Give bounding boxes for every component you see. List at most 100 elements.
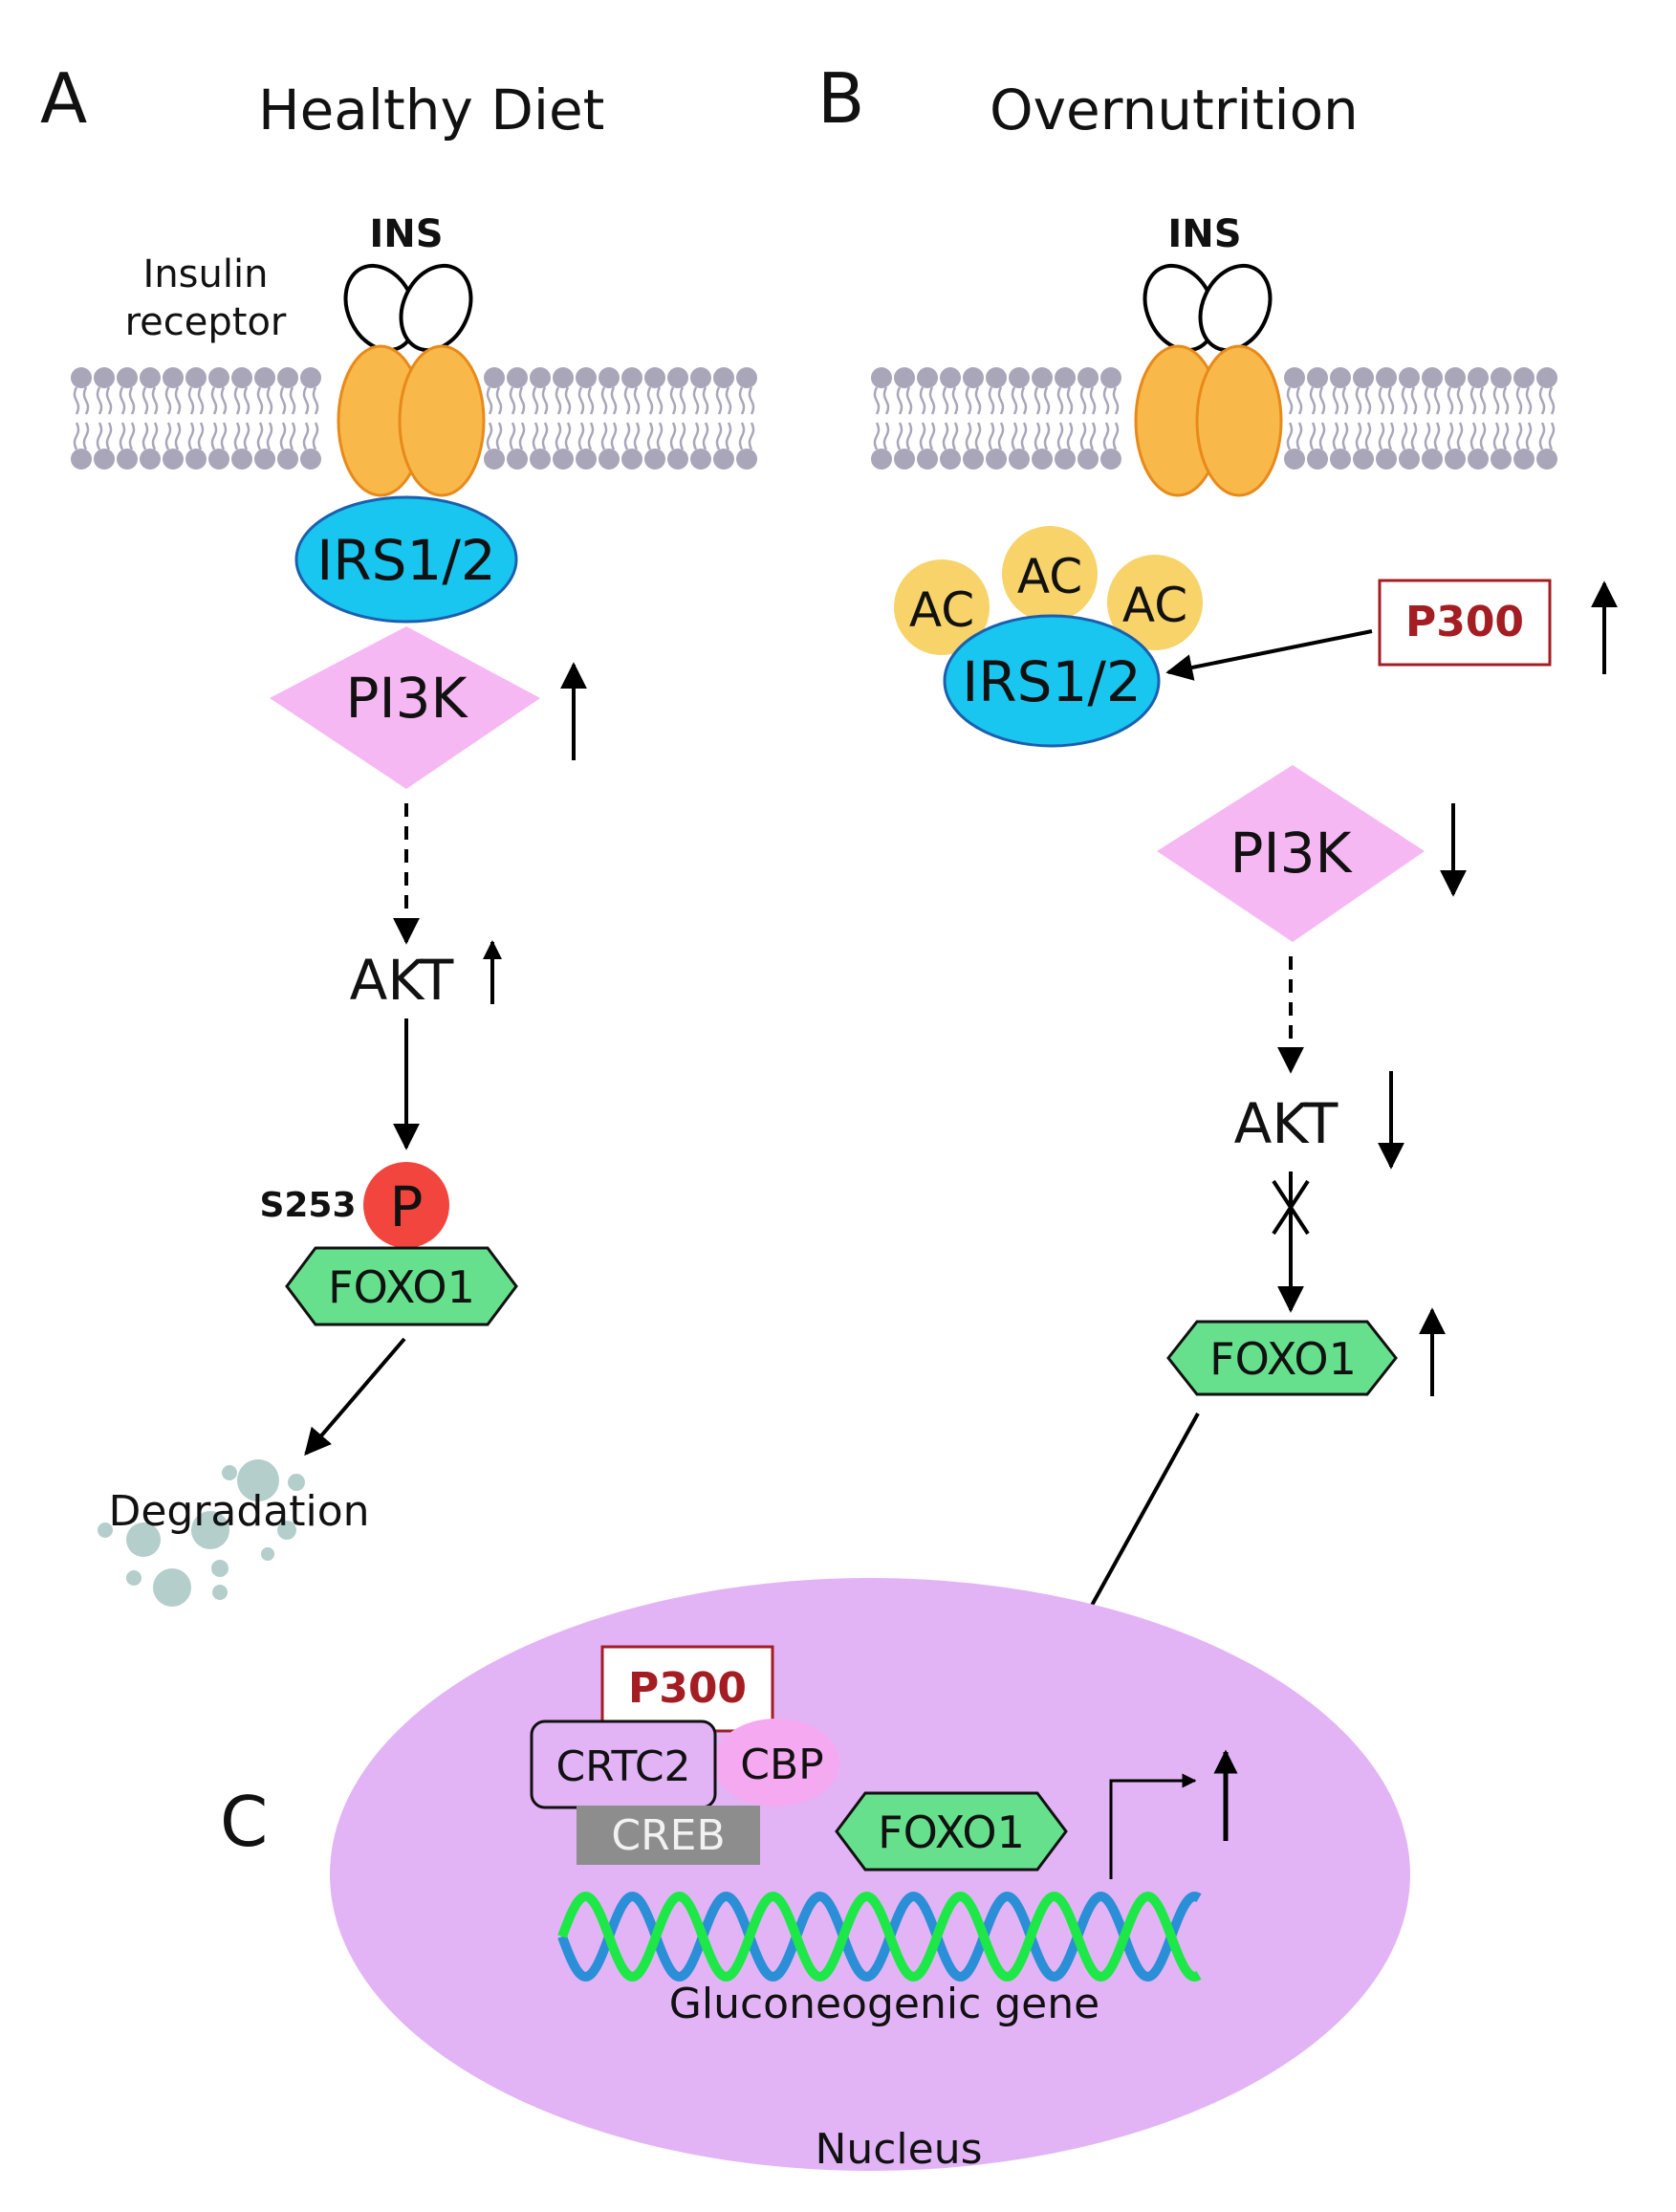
- lipid-head: [208, 367, 229, 388]
- lipid-head: [1330, 449, 1351, 470]
- lipid-head: [894, 367, 915, 388]
- lipid-head: [507, 449, 528, 470]
- lipid-head: [94, 367, 115, 388]
- lipid-head: [185, 367, 207, 388]
- insulin-receptor-a-right: [398, 344, 486, 497]
- lipid-head: [1513, 367, 1535, 388]
- lipid-head: [1284, 367, 1305, 388]
- lipid-tail: [1355, 386, 1372, 415]
- lipid-head: [1055, 367, 1076, 388]
- lipid-tail: [119, 386, 136, 415]
- lipid-head: [690, 367, 711, 388]
- lipid-tail: [1515, 386, 1533, 415]
- lipid-tail: [1401, 386, 1418, 415]
- lipid-tail: [715, 422, 732, 450]
- lipid-tail: [509, 422, 526, 450]
- panel-b-title: Overnutrition: [990, 77, 1359, 142]
- lipid-tail: [1286, 422, 1303, 450]
- foxo-to-degradation-arrow: [304, 1337, 406, 1456]
- lipid-tail: [233, 422, 250, 450]
- lipid-tail: [187, 386, 205, 415]
- p300-box-c: [600, 1645, 774, 1733]
- irs-node-b: [943, 614, 1161, 748]
- lipid-head: [986, 449, 1007, 470]
- creb-label: CREB: [611, 1811, 725, 1860]
- insulin-receptor-label-line2: receptor: [125, 300, 287, 344]
- lipid-tail: [1309, 386, 1326, 415]
- lipid-head: [986, 367, 1007, 388]
- lipid-tail: [73, 422, 90, 450]
- lipid-tail: [942, 386, 959, 415]
- lipid-tail: [577, 386, 595, 415]
- lipid-tail: [692, 422, 709, 450]
- pi3k-node-a: [270, 626, 540, 789]
- irs-label-a: IRS1/2: [316, 528, 496, 593]
- p300-label-c: P300: [628, 1664, 747, 1713]
- lipid-tail: [1401, 422, 1418, 450]
- lipid-head: [1468, 367, 1489, 388]
- p300-box-b: [1378, 579, 1552, 667]
- acetyl-group-3: [1107, 555, 1203, 650]
- lipid-head: [1399, 449, 1420, 470]
- lipid-tail: [919, 386, 936, 415]
- lipid-head: [713, 449, 734, 470]
- lipid-tail: [965, 386, 982, 415]
- lipid-tail: [1011, 422, 1028, 450]
- lipid-head: [140, 449, 161, 470]
- lipid-head: [1307, 449, 1328, 470]
- lipid-tail: [164, 422, 182, 450]
- lipid-tail: [942, 422, 959, 450]
- panel-b-letter: B: [817, 58, 864, 139]
- lipid-tail: [187, 422, 205, 450]
- lipid-head: [599, 367, 620, 388]
- lipid-tail: [715, 386, 732, 415]
- lipid-head: [894, 449, 915, 470]
- block-mark-2: [1272, 1179, 1310, 1236]
- lipid-tail: [738, 422, 755, 450]
- lipid-tail: [555, 386, 572, 415]
- lipid-tail: [141, 386, 159, 415]
- lipid-head: [530, 367, 551, 388]
- nucleus: [330, 1578, 1410, 2171]
- lipid-tail: [1332, 422, 1349, 450]
- lipid-tail: [1286, 386, 1303, 415]
- lipid-tail: [1034, 386, 1051, 415]
- nucleus-label: Nucleus: [815, 2125, 982, 2174]
- site-label-s253: S253: [259, 1186, 356, 1225]
- p300-to-irs-arrow: [1165, 629, 1373, 681]
- transcription-start-arrow: [1109, 1773, 1197, 1879]
- lipid-tail: [1102, 422, 1120, 450]
- lipid-head: [277, 449, 298, 470]
- lipid-tail: [1424, 422, 1441, 450]
- lipid-head: [644, 367, 665, 388]
- degradation-particles: [98, 1459, 305, 1607]
- lipid-head: [1491, 367, 1512, 388]
- panel-a: A Healthy Diet INS Insulin receptor IRS1…: [40, 58, 757, 1607]
- dna-strand: [557, 1891, 1202, 1982]
- acetyl-group-1: [894, 559, 990, 655]
- lipid-tail: [669, 386, 686, 415]
- lipid-tail: [1469, 386, 1487, 415]
- lipid-tail: [73, 386, 90, 415]
- pi3k-label-b: PI3K: [1230, 821, 1353, 886]
- lipid-tail: [1034, 422, 1051, 450]
- foxo1-label-a: FOXO1: [328, 1261, 475, 1313]
- lipid-tail: [738, 386, 755, 415]
- phosphate-circle: [363, 1162, 449, 1248]
- lipid-tail: [1469, 422, 1487, 450]
- lipid-head: [163, 449, 184, 470]
- lipid-head: [484, 367, 505, 388]
- lipid-head: [1422, 367, 1443, 388]
- lipid-head: [208, 449, 229, 470]
- lipid-head: [690, 449, 711, 470]
- lipid-head: [736, 367, 757, 388]
- lipid-tail: [669, 422, 686, 450]
- acetyl-group-2: [1002, 526, 1098, 622]
- lipid-tail: [873, 386, 890, 415]
- lipid-tail: [1056, 386, 1074, 415]
- lipid-head: [1330, 367, 1351, 388]
- lipid-tail: [96, 386, 113, 415]
- foxo1-node-a: [285, 1246, 518, 1326]
- cell-membrane-b: [871, 367, 1557, 470]
- lipid-tail: [965, 422, 982, 450]
